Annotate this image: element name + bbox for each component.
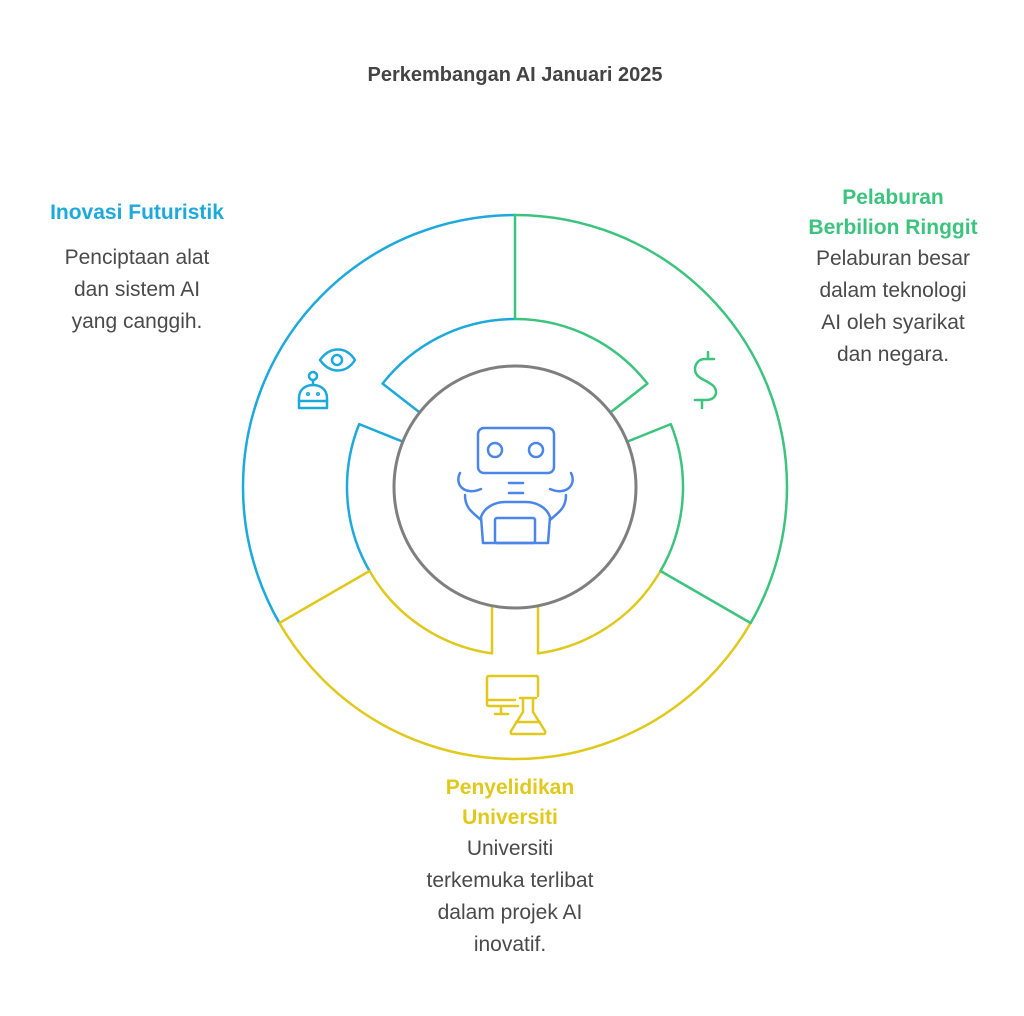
- divider-left: [278, 569, 371, 625]
- section-title: Inovasi Futuristik: [50, 201, 224, 224]
- description-line: yang canggih.: [71, 310, 203, 333]
- description-line: Penciptaan alat: [64, 246, 210, 269]
- section-title-line: Pelaburan: [842, 186, 944, 209]
- description-line: AI oleh syarikat: [821, 311, 965, 334]
- description-line: dalam projek AI: [437, 901, 583, 924]
- center-circle: [392, 364, 638, 610]
- description-line: inovatif.: [473, 933, 547, 956]
- divider-right: [659, 569, 752, 625]
- description-line: dan negara.: [836, 343, 950, 366]
- section-inovasi-futuristik: Inovasi Futuristik Penciptaan alat dan s…: [27, 198, 247, 338]
- section-title-line: Universiti: [462, 806, 558, 829]
- dollar-icon: [693, 350, 718, 410]
- computer-lab-icon: [485, 674, 547, 736]
- section-penyelidikan: Penyelidikan Universiti Universiti terke…: [400, 773, 620, 961]
- description-line: dan sistem AI: [73, 278, 201, 301]
- description-line: Pelaburan besar: [815, 247, 971, 270]
- diagram-title: Perkembangan AI Januari 2025: [367, 64, 663, 86]
- description-line: terkemuka terlibat: [426, 869, 594, 892]
- description-line: Universiti: [466, 837, 554, 860]
- robot-icon: [457, 426, 574, 545]
- section-pelaburan: Pelaburan Berbilion Ringgit Pelaburan be…: [783, 183, 1003, 371]
- robot-eye-icon: [297, 348, 357, 410]
- section-title-line: Penyelidikan: [445, 776, 575, 799]
- section-title-line: Berbilion Ringgit: [808, 216, 978, 239]
- description-line: dalam teknologi: [819, 279, 967, 302]
